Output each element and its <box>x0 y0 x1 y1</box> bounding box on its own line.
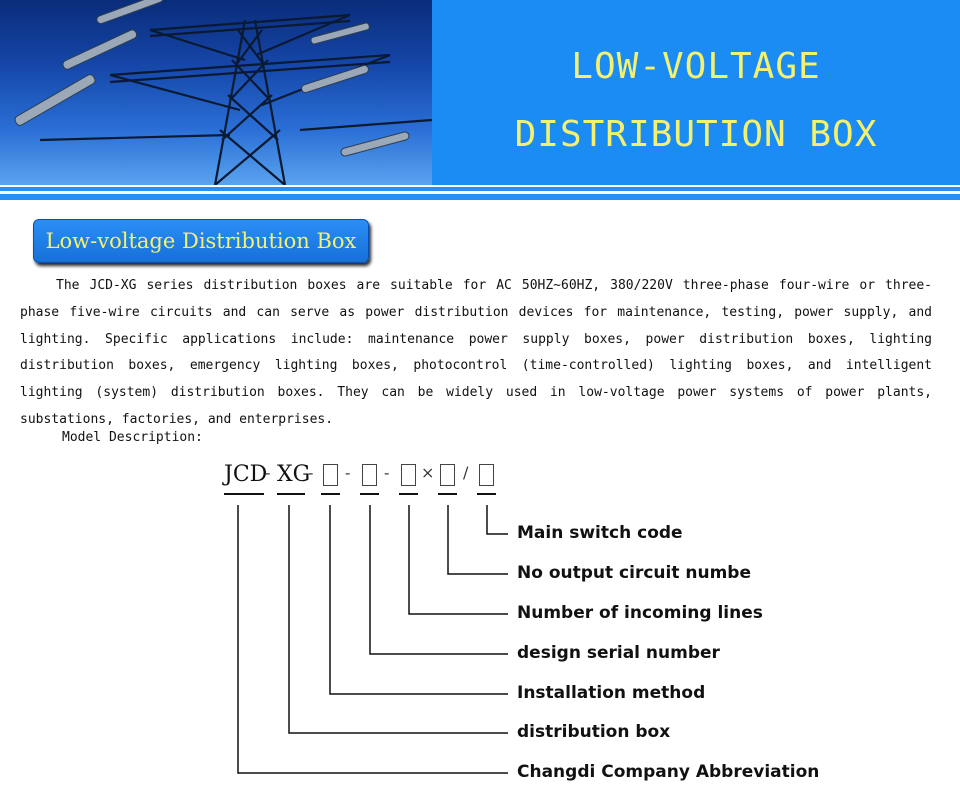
model-code-times: × <box>421 463 435 482</box>
model-code-dash: - <box>345 463 351 482</box>
model-code-prefix-xg: XG <box>277 462 311 487</box>
code-underline <box>277 493 305 495</box>
model-code-prefix-jcd: JCD <box>224 462 268 487</box>
divider-stripe <box>0 194 960 200</box>
section-heading: Low-voltage Distribution Box <box>45 229 357 253</box>
model-code-slot <box>440 464 455 486</box>
code-underline <box>321 493 340 495</box>
banner-title-line2: DISTRIBUTION BOX <box>514 114 878 155</box>
model-code-slot <box>479 464 494 486</box>
model-code-slot <box>362 464 377 486</box>
model-code-slot <box>401 464 416 486</box>
model-code-dash: - <box>308 463 314 482</box>
divider-stripe <box>0 187 960 191</box>
model-code-dash: - <box>265 463 271 482</box>
part-label-distribution-box: distribution box <box>517 722 671 742</box>
part-label-output-circuits: No output circuit numbe <box>517 563 752 583</box>
code-underline <box>399 493 418 495</box>
code-underline <box>438 493 457 495</box>
code-underline <box>224 493 264 495</box>
power-tower-image <box>0 0 432 185</box>
banner-blue-panel <box>432 0 960 185</box>
part-label-serial-number: design serial number <box>517 643 720 663</box>
part-label-company-abbreviation: Changdi Company Abbreviation <box>517 762 820 782</box>
model-description-label: Model Description: <box>62 430 203 445</box>
header-banner: LOW-VOLTAGE DISTRIBUTION BOX <box>0 0 960 185</box>
model-code-dash: - <box>384 463 390 482</box>
part-label-main-switch: Main switch code <box>517 523 683 543</box>
model-code-slash: / <box>463 463 469 482</box>
banner-title-line1: LOW-VOLTAGE <box>571 46 821 87</box>
model-code-slot <box>323 464 338 486</box>
description-paragraph: The JCD-XG series distribution boxes are… <box>20 278 932 427</box>
part-label-installation-method: Installation method <box>517 683 706 703</box>
section-heading-badge: Low-voltage Distribution Box <box>33 219 369 263</box>
part-label-incoming-lines: Number of incoming lines <box>517 603 763 623</box>
code-underline <box>360 493 379 495</box>
transmission-tower-icon <box>14 0 432 185</box>
code-underline <box>477 493 496 495</box>
